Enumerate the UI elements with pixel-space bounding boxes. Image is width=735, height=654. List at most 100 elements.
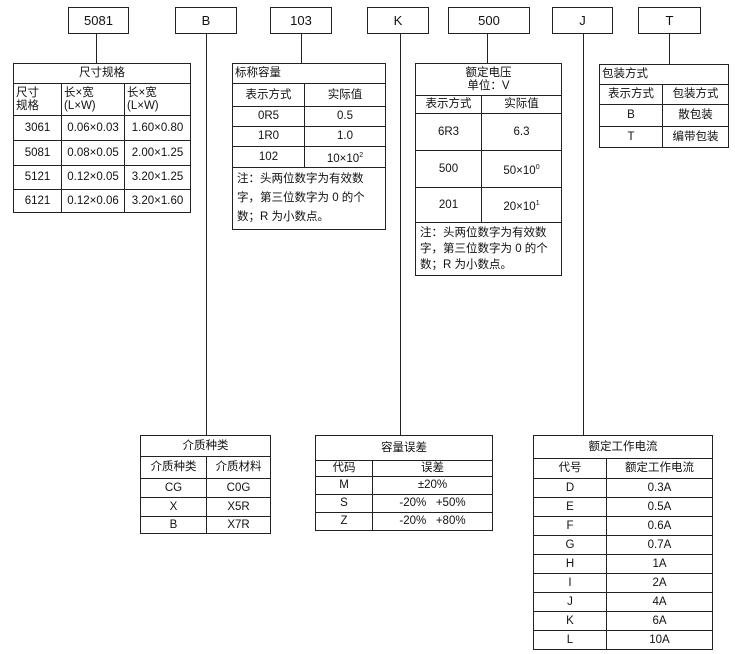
cell: 201: [415, 187, 482, 223]
table-title: 额定工作电流: [533, 435, 713, 459]
cell: X7R: [206, 516, 271, 534]
cell: 0.06×0.03: [61, 115, 125, 141]
connector-line: [669, 34, 670, 65]
table-row: S-20% +50%: [315, 494, 493, 513]
table-row: M±20%: [315, 476, 493, 495]
note: 注：头两位数字为有效数字，第三位数字为 0 的个数；R 为小数点。: [415, 222, 562, 276]
cell: 3.20×1.60: [124, 189, 191, 213]
cell: C0G: [206, 478, 271, 498]
connector-line: [583, 34, 584, 436]
cell: J: [533, 592, 607, 612]
header-cell: 额定工作电流: [606, 458, 713, 479]
connector-line: [206, 34, 207, 436]
tolerance-table: 容量误差 代码误差 M±20% S-20% +50% Z-20% +80%: [315, 435, 493, 531]
cell: 0.08×0.05: [61, 140, 125, 166]
code-packaging: T: [638, 7, 701, 34]
header-cell: 长×宽 (L×W): [124, 83, 191, 116]
cell: S: [315, 494, 373, 513]
header-cell: 介质种类: [140, 456, 207, 479]
table-title: 标称容量: [232, 63, 386, 84]
connector-line: [96, 34, 97, 64]
cell: 0.12×0.06: [61, 189, 125, 213]
cell: 0.6A: [606, 516, 713, 536]
value: 50×10: [503, 164, 536, 177]
cell: 3061: [13, 115, 62, 141]
cell: 6A: [606, 611, 713, 631]
unit-label: 单位：V: [467, 79, 510, 92]
cell: 0.7A: [606, 535, 713, 555]
cell: B: [599, 104, 663, 127]
header-cell: 实际值: [481, 95, 562, 114]
cell: 5121: [13, 165, 62, 190]
table-title: 尺寸规格: [13, 63, 191, 84]
cell: 1A: [606, 554, 713, 574]
note: 注：头两位数字为有效数字，第三位数字为 0 的个数；R 为小数点。: [232, 167, 386, 230]
header-cell: 介质材料: [206, 456, 271, 479]
cell: 10A: [606, 630, 713, 650]
code-tolerance: K: [367, 7, 429, 34]
table-title: 包装方式: [599, 64, 729, 85]
exponent: 1: [535, 199, 540, 207]
cell: 1R0: [232, 126, 305, 147]
cell: ±20%: [372, 476, 493, 495]
cell: B: [140, 516, 207, 534]
cell: 0.5A: [606, 497, 713, 517]
cell: 0.5: [304, 106, 386, 127]
header-cell: 表示方式: [415, 95, 482, 114]
header-cell: 代码: [315, 460, 373, 477]
cell: 0.3A: [606, 478, 713, 498]
table-title: 介质种类: [140, 435, 271, 457]
cell: T: [599, 126, 663, 148]
cell: 4A: [606, 592, 713, 612]
cell: 3.20×1.25: [124, 165, 191, 190]
cell: 0.12×0.05: [61, 165, 125, 190]
header-cell: 误差: [372, 460, 493, 477]
table-row: Z-20% +80%: [315, 512, 493, 531]
code-voltage: 500: [448, 7, 530, 34]
cell: 102: [232, 146, 305, 168]
code-capacitance: 103: [270, 7, 332, 34]
cell: 1.0: [304, 126, 386, 147]
cell: CG: [140, 478, 207, 498]
connector-line: [400, 34, 401, 436]
cell: -20% +80%: [372, 512, 493, 531]
cell: 散包装: [662, 104, 729, 127]
connector-line: [487, 34, 488, 64]
cell: 编带包装: [662, 126, 729, 148]
cell: K: [533, 611, 607, 631]
cell: 6.3: [481, 113, 562, 151]
header-cell: 长×宽 (L×W): [61, 83, 125, 116]
cell: 2.00×1.25: [124, 140, 191, 166]
cell: 1.60×0.80: [124, 115, 191, 141]
cell: M: [315, 476, 373, 495]
cell: X: [140, 497, 207, 517]
cell: 2A: [606, 573, 713, 593]
